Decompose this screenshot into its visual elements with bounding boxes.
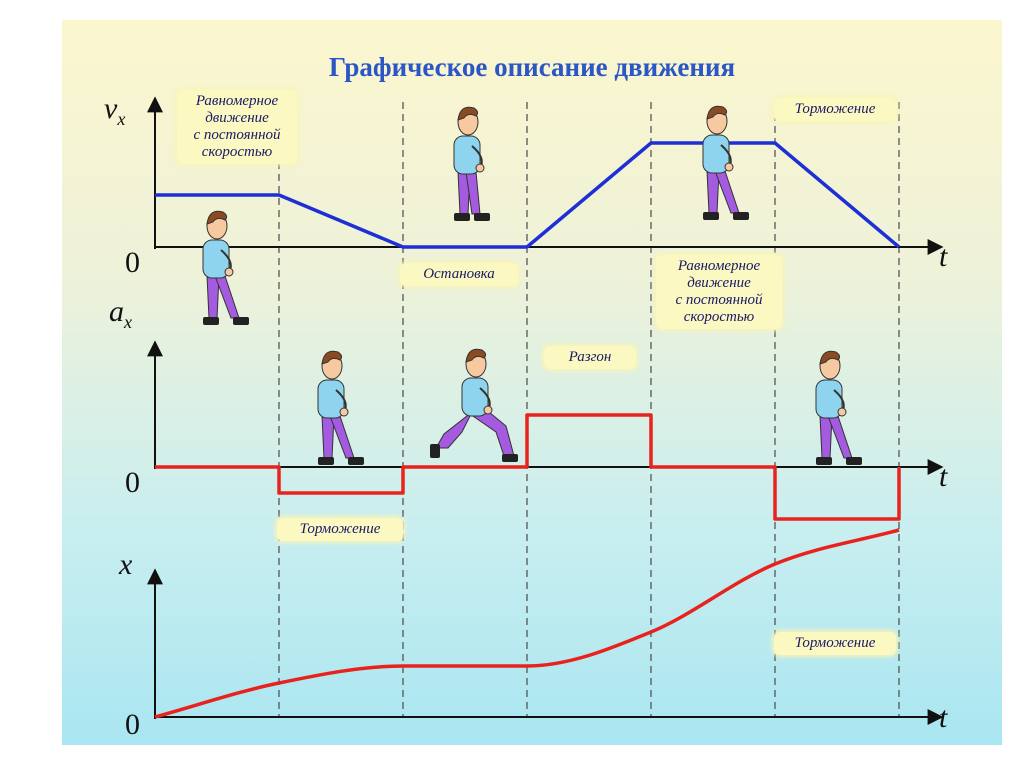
slide: Графическое описание движения vx 0 t ax … [62,20,1002,745]
person-shoe [846,457,862,465]
walking-person-icon [202,210,249,325]
walking-person-icon [815,350,862,465]
person-shoe [203,317,219,325]
person-shoe [318,457,334,465]
person-figures [202,105,862,465]
standing-person-icon [453,106,490,221]
acceleration-axis-label: ax [109,295,132,332]
person-shoe [474,213,490,221]
note-acceleration: Разгон [544,346,636,369]
person-hair [706,105,728,120]
note-braking-top: Торможение [774,98,896,121]
person-shoe [348,457,364,465]
person-hand [837,407,847,417]
person-shoe [454,213,470,221]
walking-person-icon [317,350,364,465]
person-shoe [733,212,749,220]
position-zero-label: 0 [125,708,140,741]
velocity-time-label: t [939,240,948,273]
note-uniform-motion-1: Равномерное движение с постоянной скорос… [177,90,297,164]
person-shoe [703,212,719,220]
note-braking-bottom: Торможение [774,632,896,655]
chart-axes [147,96,944,725]
person-shoe [233,317,249,325]
person-shoe [502,454,518,462]
person-hair [457,106,479,121]
slide-title: Графическое описание движения [328,52,736,82]
person-hand [724,162,734,172]
velocity-zero-label: 0 [125,246,140,279]
person-hand [483,405,493,415]
position-time-label: t [939,701,948,734]
chart-series [154,141,901,719]
person-hand [475,163,485,173]
person-back-leg [435,411,473,449]
note-braking-middle: Торможение [277,518,403,541]
position-axis-label: x [119,550,132,580]
acceleration-axis-subscript: x [124,312,132,332]
position-axis-symbol: x [119,548,133,581]
person-hair [206,210,228,225]
velocity-axis-subscript: x [117,109,126,129]
time-interval-dividers [278,102,900,718]
velocity-axis-symbol: v [104,92,118,125]
walking-person-icon [702,105,749,220]
person-hand [224,267,234,277]
person-hair [819,350,841,365]
acceleration-axis-symbol: a [109,295,124,328]
note-uniform-motion-2: Равномерное движение с постоянной скорос… [656,255,782,329]
acceleration-time-label: t [939,460,948,493]
person-shoe [430,444,440,458]
person-hair [465,348,487,363]
velocity-axis-label: vx [104,92,126,129]
chart-canvas [62,20,1002,745]
person-shoe [816,457,832,465]
person-hand [339,407,349,417]
acceleration-zero-label: 0 [125,466,140,499]
running-person-icon [430,348,518,462]
person-hair [321,350,343,365]
note-stop: Остановка [400,263,518,286]
